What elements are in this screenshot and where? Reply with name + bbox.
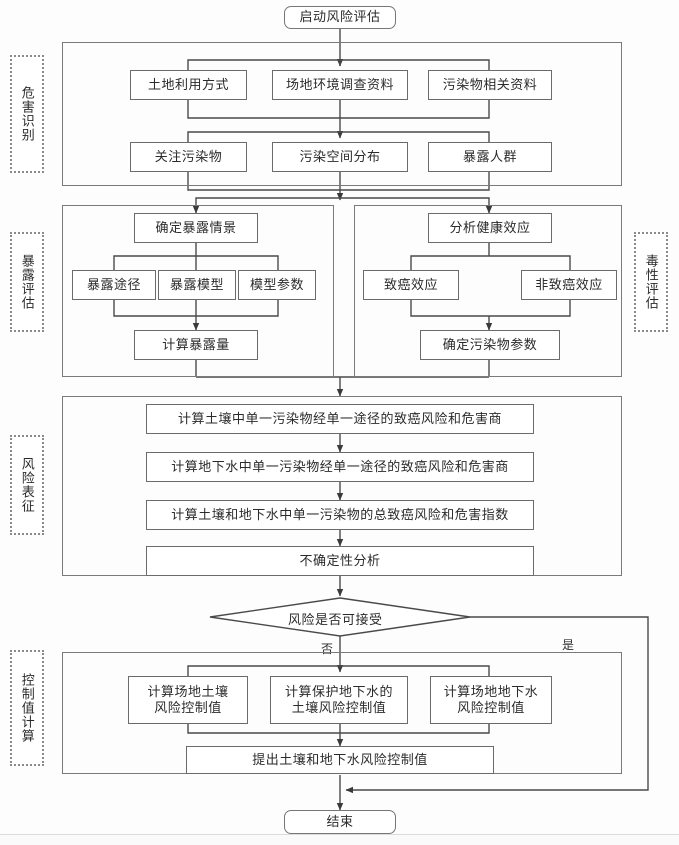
group-exposure-assessment: [62, 205, 334, 377]
bus-assessment-split: [195, 197, 490, 205]
node-propose-control-values[interactable]: 提出土壤和地下水风险控制值: [186, 746, 494, 774]
group-hazard-identification: [62, 42, 622, 186]
node-risk-step-2[interactable]: 计算地下水中单一污染物经单一途径的致癌风险和危害商: [146, 452, 534, 482]
bus-hazard-row1-bottom: [187, 100, 490, 119]
node-exposure-scenario[interactable]: 确定暴露情景: [134, 213, 258, 243]
bus-hazard-row2-bottom: [187, 172, 490, 191]
node-model-parameters[interactable]: 模型参数: [238, 270, 316, 300]
node-determine-contaminant-parameters[interactable]: 确定污染物参数: [420, 330, 560, 360]
bus-control-row-bottom: [187, 715, 490, 734]
stage-label-exposure: 暴露评估: [10, 232, 44, 332]
node-soil-control-value[interactable]: 计算场地土壤 风险控制值: [128, 676, 248, 724]
node-contamination-distribution[interactable]: 污染空间分布: [272, 142, 408, 172]
node-uncertainty-analysis[interactable]: 不确定性分析: [146, 546, 534, 576]
node-groundwater-control-value[interactable]: 计算场地地下水 风险控制值: [430, 676, 552, 724]
stage-label-control: 控制值计算: [10, 650, 44, 766]
stage-label-hazard: 危害识别: [10, 55, 44, 173]
node-calculate-exposure[interactable]: 计算暴露量: [134, 330, 258, 360]
node-end[interactable]: 结束: [284, 810, 396, 834]
node-risk-step-3[interactable]: 计算土壤和地下水中单一污染物的总致癌风险和危害指数: [146, 500, 534, 530]
bus-hazard-row2-top: [187, 131, 490, 138]
bus-hazard-row1-top: [187, 59, 490, 66]
decision-yes-label: 是: [561, 636, 576, 653]
node-noncarcinogenic-effect[interactable]: 非致癌效应: [521, 270, 617, 300]
stage-label-risk: 风险表征: [10, 435, 44, 535]
node-exposure-model[interactable]: 暴露模型: [158, 270, 236, 300]
node-exposure-pathway[interactable]: 暴露途径: [72, 270, 156, 300]
node-carcinogenic-effect[interactable]: 致癌效应: [363, 270, 459, 300]
node-risk-step-1[interactable]: 计算土壤中单一污染物经单一途径的致癌风险和危害商: [146, 404, 534, 434]
footer-divider: [0, 834, 679, 845]
node-groundwater-protection-soil-control-value[interactable]: 计算保护地下水的 土壤风险控制值: [270, 676, 408, 724]
node-land-use[interactable]: 土地利用方式: [130, 70, 247, 100]
bus-control-row-top: [187, 665, 490, 672]
stage-label-toxicity: 毒性评估: [634, 232, 668, 332]
bus-toxicity-effects-bottom: [410, 300, 571, 317]
node-contaminant-data[interactable]: 污染物相关资料: [428, 70, 552, 100]
edge-decision-yes: [345, 616, 649, 794]
node-start[interactable]: 启动风险评估: [284, 6, 396, 29]
bus-toxicity-effects-top: [410, 255, 571, 268]
node-exposed-population[interactable]: 暴露人群: [428, 142, 552, 172]
node-site-survey-data[interactable]: 场地环境调查资料: [272, 70, 408, 100]
decision-label: 风险是否可接受: [288, 612, 383, 627]
node-contaminants-of-concern[interactable]: 关注污染物: [130, 142, 247, 172]
node-health-effects[interactable]: 分析健康效应: [428, 213, 552, 243]
group-toxicity-assessment: [354, 205, 622, 377]
